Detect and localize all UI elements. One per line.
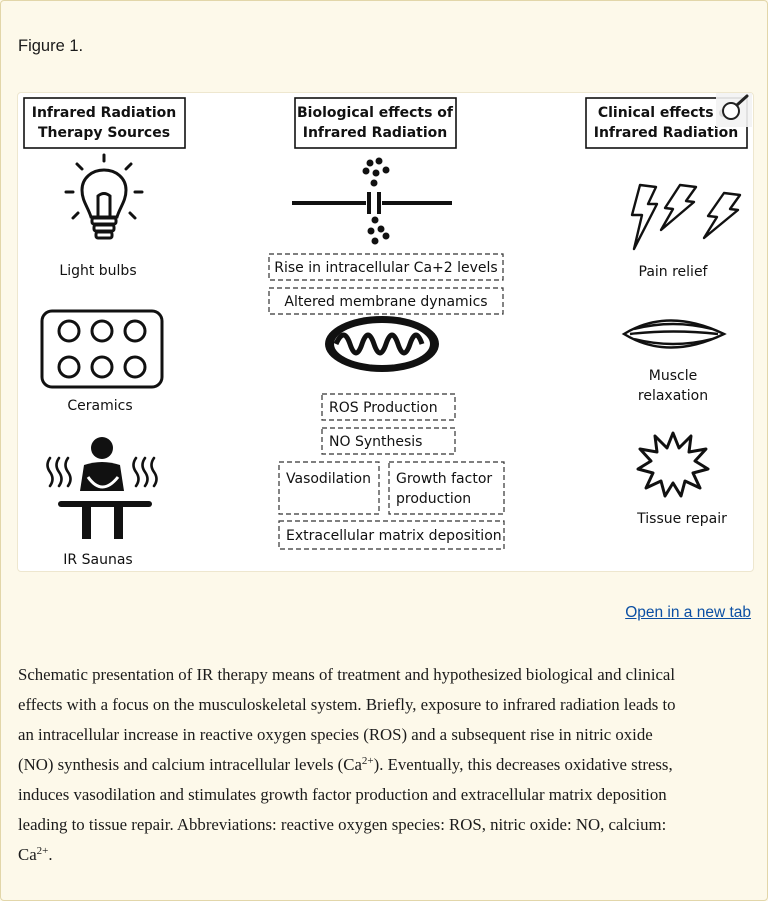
caption-line: effects with a focus on the musculoskele… (18, 695, 676, 714)
caption-text: (NO) synthesis and calcium intracellular… (18, 755, 362, 774)
calcium-box: Rise in intracellular Ca+2 levels (268, 253, 504, 281)
growth-factor-box-line2: production (396, 491, 471, 507)
membrane-box: Altered membrane dynamics (268, 287, 504, 315)
open-in-new-tab-link[interactable]: Open in a new tab (625, 604, 751, 621)
caption-line: leading to tissue repair. Abbreviations:… (18, 815, 667, 834)
growth-factor-box-line1: Growth factor (396, 471, 492, 487)
tissue-repair-burst-icon (636, 431, 710, 498)
caption-text: ). Eventually, this decreases oxidative … (373, 755, 673, 774)
vasodilation-box: Vasodilation (278, 461, 380, 515)
vasodilation-box-label: Vasodilation (286, 471, 371, 487)
mitochondria-icon (325, 316, 439, 372)
middle-header-line2: Infrared Radiation (303, 125, 447, 141)
matrix-box: Extracellular matrix deposition (278, 520, 505, 550)
caption-text: . (48, 845, 53, 864)
membrane-channel-icon (292, 157, 452, 245)
calcium-box-label: Rise in intracellular Ca+2 levels (274, 260, 497, 276)
no-box-label: NO Synthesis (329, 434, 422, 450)
right-item-tissue-repair: Tissue repair (636, 511, 727, 527)
matrix-box-label: Extracellular matrix deposition (286, 528, 502, 544)
calcium-superscript: 2+ (361, 755, 374, 767)
caption-line: induces vasodilation and stimulates grow… (18, 785, 667, 804)
membrane-box-label: Altered membrane dynamics (284, 294, 487, 310)
left-item-ir-saunas: IR Saunas (63, 552, 132, 568)
light-bulb-icon (64, 153, 144, 240)
left-item-ceramics: Ceramics (67, 398, 132, 414)
sauna-icon (46, 437, 158, 539)
right-header-line1: Clinical effects of (598, 105, 735, 121)
lightning-bolts-icon (630, 183, 742, 251)
figure-label: Figure 1. (18, 37, 84, 55)
figure-caption: Schematic presentation of IR therapy mea… (18, 660, 753, 870)
caption-text: Ca (18, 845, 37, 864)
ceramics-icon (40, 309, 164, 389)
middle-header-line1: Biological effects of (297, 105, 454, 121)
right-header-line2: Infrared Radiation (594, 125, 738, 141)
ros-box-label: ROS Production (329, 400, 438, 416)
zoom-icon[interactable] (716, 93, 752, 127)
left-header-line1: Infrared Radiation (32, 105, 176, 121)
caption-line: (NO) synthesis and calcium intracellular… (18, 750, 753, 780)
middle-column-header: Biological effects of Infrared Radiation (294, 97, 457, 149)
ros-box: ROS Production (321, 393, 456, 421)
caption-line: Ca2+. (18, 840, 753, 870)
left-header-line2: Therapy Sources (38, 125, 170, 141)
left-item-light-bulbs: Light bulbs (59, 263, 136, 279)
muscle-icon (621, 319, 727, 349)
no-box: NO Synthesis (321, 427, 456, 455)
caption-line: an intracellular increase in reactive ox… (18, 725, 653, 744)
caption-line: Schematic presentation of IR therapy mea… (18, 665, 676, 684)
right-item-muscle-line2: relaxation (638, 388, 708, 404)
right-item-muscle-line1: Muscle (649, 368, 697, 384)
right-item-pain-relief: Pain relief (639, 264, 709, 280)
figure-image[interactable]: Infrared Radiation Therapy Sources Light… (17, 92, 754, 572)
growth-factor-box: Growth factor production (388, 461, 505, 515)
calcium-superscript: 2+ (36, 845, 49, 857)
left-column-header: Infrared Radiation Therapy Sources (23, 97, 186, 149)
